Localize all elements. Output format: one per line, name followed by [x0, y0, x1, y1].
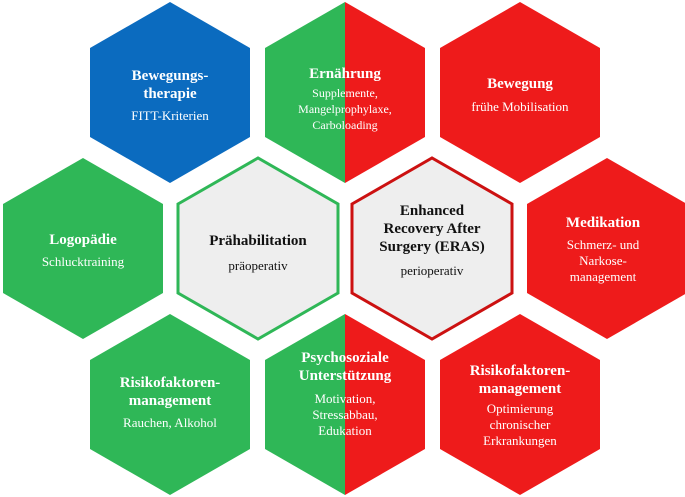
text-line: Mangelprophylaxe,: [298, 102, 392, 116]
hex-subtitle: Motivation,Stressabbau,Edukation: [312, 391, 377, 438]
text-line: Surgery (ERAS): [379, 239, 484, 255]
text-line: Bewegungs-: [132, 68, 209, 84]
text-line: Psychosoziale: [301, 350, 389, 366]
hex-risikofaktoren-left: Risikofaktoren-management Rauchen, Alkoh…: [90, 314, 250, 495]
hex-logopaedie: Logopädie Schlucktraining: [3, 158, 163, 339]
text-line: perioperativ: [401, 263, 464, 278]
text-line: Logopädie: [49, 232, 117, 248]
hex-title: Medikation: [566, 215, 641, 231]
text-line: therapie: [143, 86, 197, 102]
text-line: Motivation,: [314, 391, 375, 406]
text-line: Optimierung: [487, 401, 554, 416]
hex-subtitle: frühe Mobilisation: [471, 99, 569, 114]
text-line: management: [129, 393, 212, 409]
hex-bewegungstherapie: Bewegungs-therapie FITT-Kriterien: [90, 2, 250, 183]
text-line: Carboloading: [312, 118, 377, 132]
text-line: frühe Mobilisation: [471, 99, 569, 114]
text-line: Risikofaktoren-: [120, 375, 221, 391]
text-line: chronischer: [490, 417, 551, 432]
text-line: Recovery After: [383, 221, 480, 237]
hex-title: Risikofaktoren-management: [120, 375, 221, 409]
text-line: Edukation: [318, 423, 372, 438]
hex-title: Bewegungs-therapie: [132, 68, 209, 102]
hex-subtitle: Schlucktraining: [42, 254, 125, 269]
text-line: Schlucktraining: [42, 254, 125, 269]
hex-title: Ernährung: [309, 66, 381, 82]
hex-subtitle: perioperativ: [401, 263, 464, 278]
text-line: Rauchen, Alkohol: [123, 415, 217, 430]
hex-subtitle: Supplemente, Mangelprophylaxe, Carboloadin…: [298, 86, 392, 132]
text-line: Narkose-: [579, 253, 627, 268]
text-line: Supplemente,: [312, 86, 378, 100]
text-line: Unterstützung: [299, 368, 392, 384]
text-line: Ernährung: [309, 66, 381, 82]
hex-subtitle: Rauchen, Alkohol: [123, 415, 217, 430]
text-line: Risikofaktoren-: [470, 363, 571, 379]
text-line: management: [570, 269, 637, 284]
hex-ernaehrung: Ernährung Supplemente, Mangelprophylaxe, C…: [265, 2, 425, 183]
text-line: Medikation: [566, 215, 641, 231]
hex-praehabilitation: Prähabilitation präoperativ: [176, 156, 340, 341]
text-line: Erkrankungen: [483, 433, 557, 448]
hex-subtitle: präoperativ: [228, 258, 288, 273]
hex-bewegung: Bewegung frühe Mobilisation: [440, 2, 600, 183]
hex-title: Prähabilitation: [209, 233, 307, 249]
hex-title: Logopädie: [49, 232, 117, 248]
text-line: FITT-Kriterien: [131, 108, 209, 123]
text-line: Enhanced: [400, 203, 465, 219]
hex-subtitle: FITT-Kriterien: [131, 108, 209, 123]
text-line: Prähabilitation: [209, 233, 307, 249]
text-line: präoperativ: [228, 258, 288, 273]
text-line: Schmerz- und: [567, 237, 640, 252]
hex-title: Bewegung: [487, 76, 553, 92]
text-line: management: [479, 381, 562, 397]
text-line: Bewegung: [487, 76, 553, 92]
hex-title: Risikofaktoren-management: [470, 363, 571, 397]
text-line: Stressabbau,: [312, 407, 377, 422]
